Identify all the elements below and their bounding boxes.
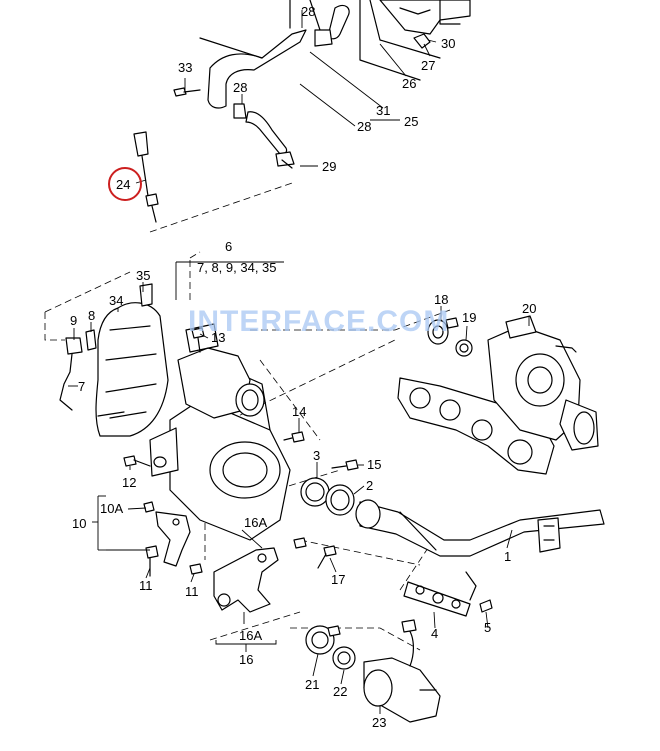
oxygen-sensor-24 bbox=[133, 131, 159, 223]
callout-7: 7 bbox=[78, 379, 85, 394]
callout-10a: 10A bbox=[100, 501, 123, 516]
callout-33: 33 bbox=[178, 60, 192, 75]
callout-13: 13 bbox=[211, 330, 225, 345]
callout-23: 23 bbox=[372, 715, 386, 730]
callout-27: 27 bbox=[421, 58, 435, 73]
bracket-10 bbox=[143, 501, 203, 577]
callout-6: 6 bbox=[225, 239, 232, 254]
callout-11-right: 11 bbox=[185, 584, 199, 599]
flex-pipe-23 bbox=[305, 619, 441, 723]
bolt-33 bbox=[173, 87, 201, 97]
clamp-18 bbox=[427, 317, 473, 357]
callout-10: 10 bbox=[72, 516, 86, 531]
fasteners bbox=[123, 327, 359, 471]
callout-30: 30 bbox=[441, 36, 455, 51]
gasket-4 bbox=[403, 571, 493, 617]
callout-29: 29 bbox=[322, 159, 336, 174]
upper-pipe-assembly bbox=[199, 0, 471, 169]
heat-shield-34 bbox=[95, 283, 169, 437]
callout-16a-top: 16A bbox=[244, 515, 267, 530]
callout-28: 28 bbox=[301, 4, 315, 19]
callout-24-highlight-ring bbox=[108, 167, 142, 201]
callout-4: 4 bbox=[431, 626, 438, 641]
callout-22: 22 bbox=[333, 684, 347, 699]
callout-3: 3 bbox=[313, 448, 320, 463]
leader-lines bbox=[68, 10, 530, 714]
callout-26: 26 bbox=[402, 76, 416, 91]
callout-17: 17 bbox=[331, 572, 345, 587]
callout-5: 5 bbox=[484, 620, 491, 635]
callout-25: 25 bbox=[404, 114, 418, 129]
callout-16: 16 bbox=[239, 652, 253, 667]
callout-21: 21 bbox=[305, 677, 319, 692]
callout-31: 31 bbox=[376, 103, 390, 118]
callout-28-mid: 28 bbox=[233, 80, 247, 95]
catalytic-converter bbox=[97, 323, 291, 541]
callout-24: 24 bbox=[116, 177, 130, 192]
callout-20: 20 bbox=[522, 301, 536, 316]
exhaust-pipe-1 bbox=[300, 477, 605, 557]
callout-19: 19 bbox=[462, 310, 476, 325]
callout-8: 8 bbox=[88, 308, 95, 323]
callout-16a-bottom: 16A bbox=[239, 628, 262, 643]
callout-labels: 28 30 27 26 31 25 28 28 33 29 24 6 7, 8,… bbox=[70, 4, 536, 730]
watermark: INTERFACE.COM bbox=[188, 305, 449, 338]
callout-15: 15 bbox=[367, 457, 381, 472]
callout-11-left: 11 bbox=[139, 578, 153, 593]
callout-14: 14 bbox=[292, 404, 306, 419]
sensor-bracket bbox=[59, 329, 97, 411]
callout-12: 12 bbox=[122, 475, 136, 490]
callout-34: 34 bbox=[109, 293, 123, 308]
turbocharger-20 bbox=[397, 315, 599, 475]
callout-35: 35 bbox=[136, 268, 150, 283]
callout-2: 2 bbox=[366, 478, 373, 493]
callout-9: 9 bbox=[70, 313, 77, 328]
callout-6-includes: 7, 8, 9, 34, 35 bbox=[197, 260, 277, 275]
callout-28-lower: 28 bbox=[357, 119, 371, 134]
bracket-16 bbox=[213, 537, 337, 613]
callout-18: 18 bbox=[434, 292, 448, 307]
callout-1: 1 bbox=[504, 549, 511, 564]
